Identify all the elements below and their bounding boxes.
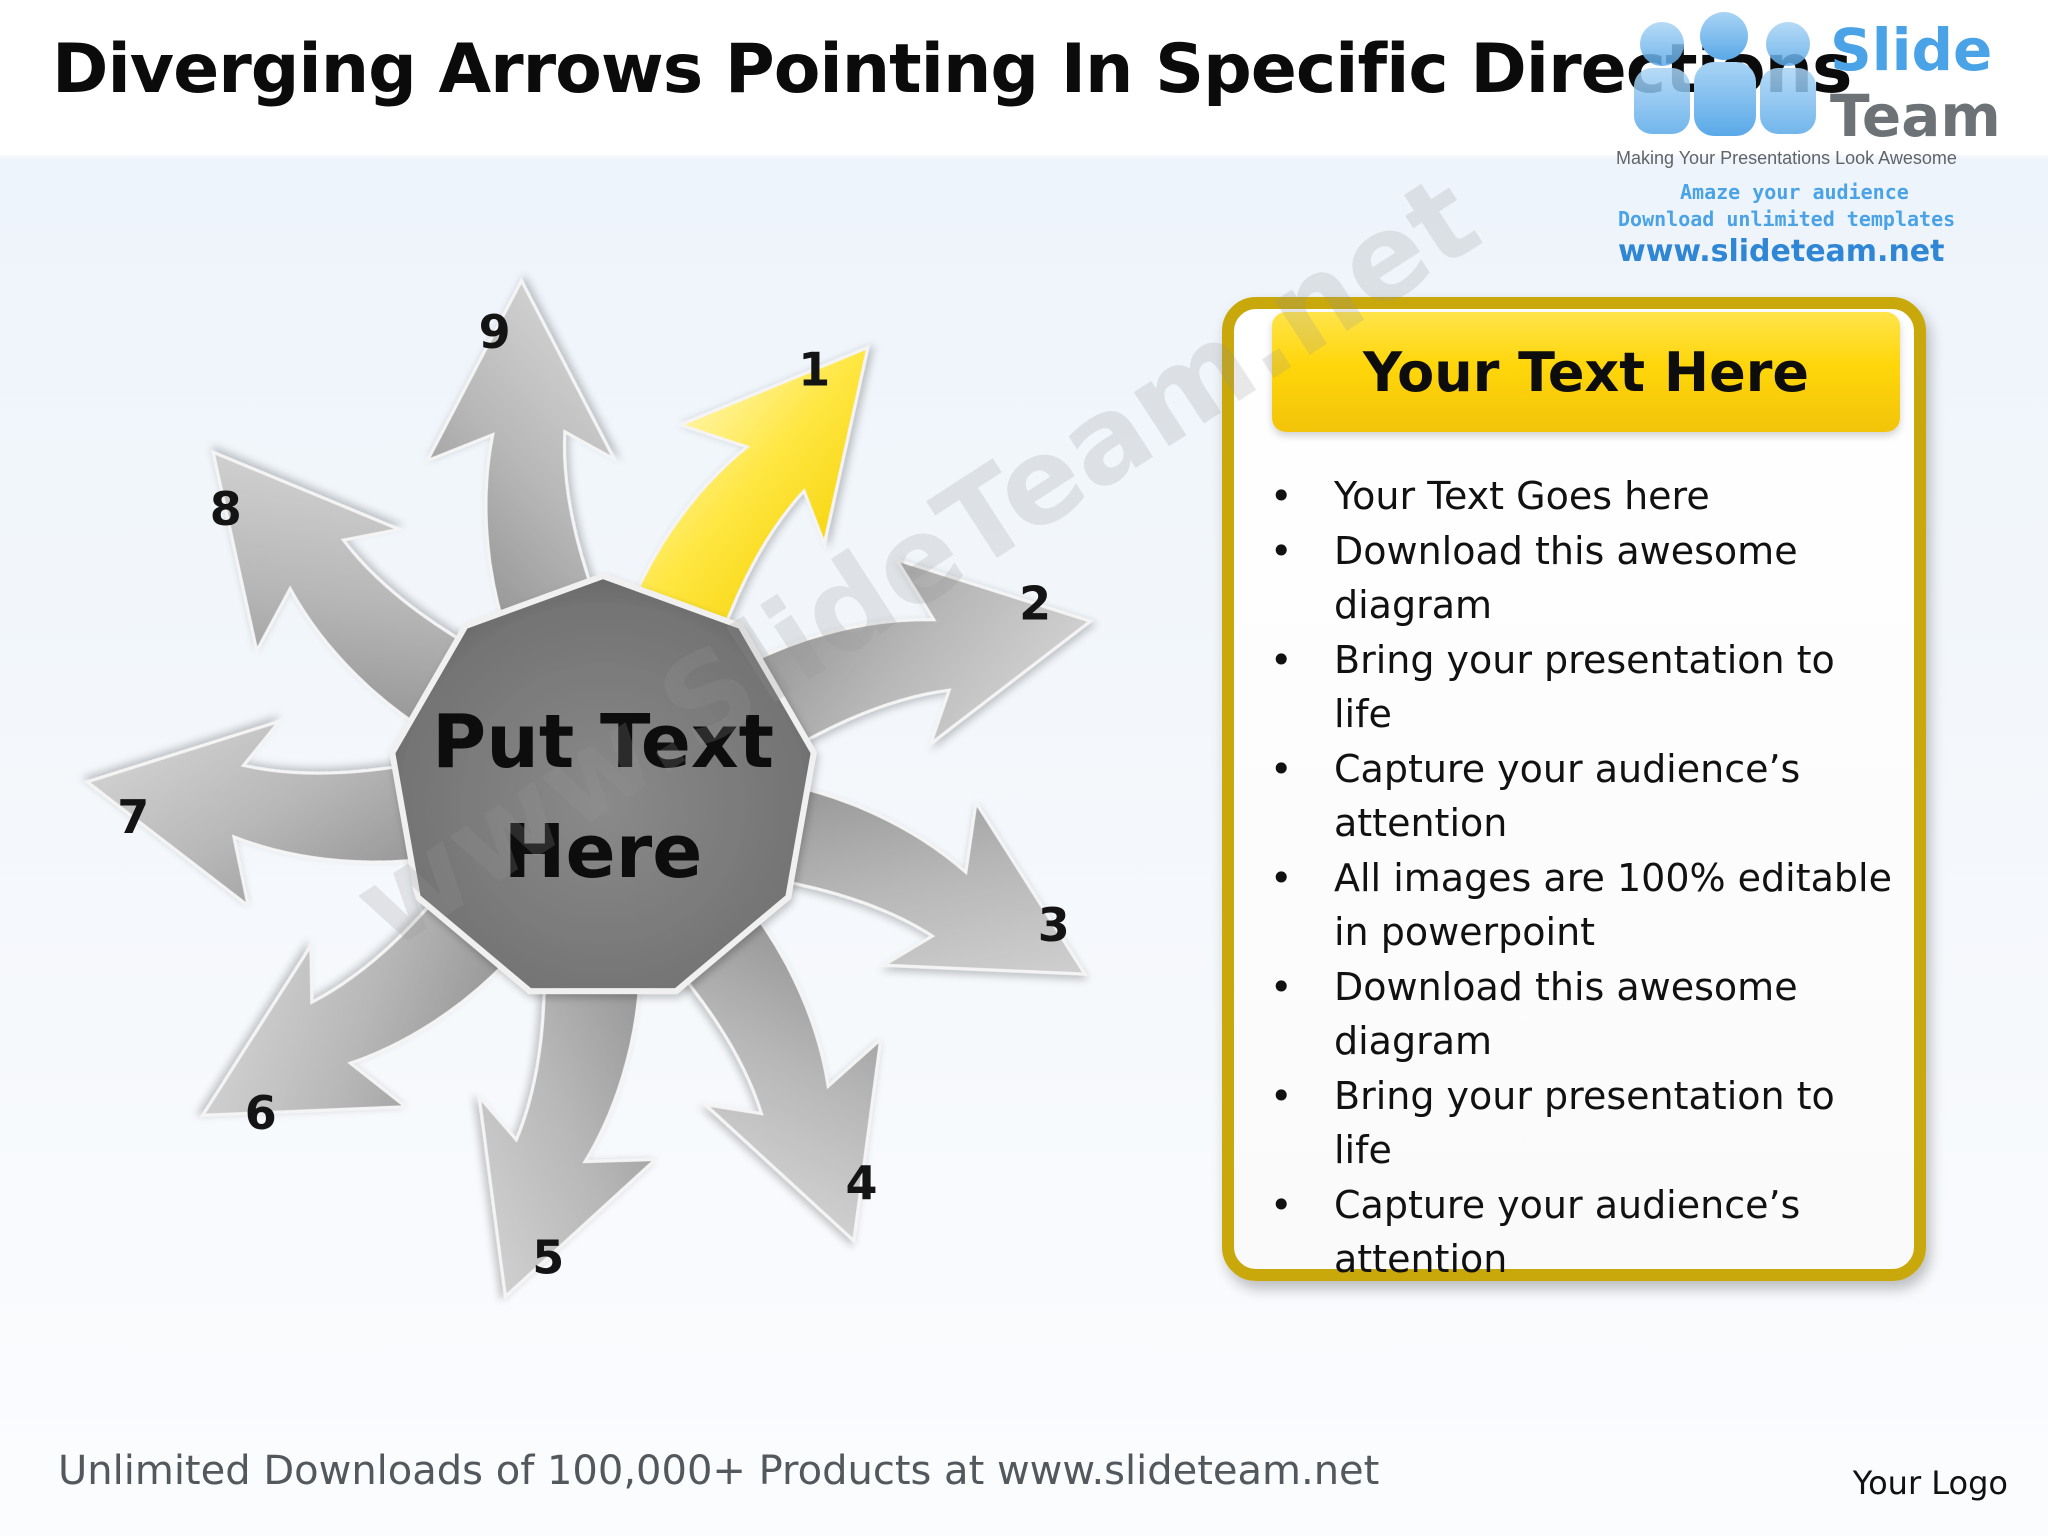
logo-placeholder: Your Logo — [1852, 1464, 2008, 1502]
logo-url: www.slideteam.net — [1618, 234, 1945, 269]
bullet-text: Capture your audience’s attention — [1334, 746, 1801, 846]
bullet-text: Download this awesome diagram — [1334, 964, 1798, 1064]
logo-line-download: Download unlimited templates — [1618, 207, 1956, 231]
arrow-number-label: 5 — [532, 1230, 564, 1284]
bullet-dot-icon: • — [1270, 1073, 1293, 1118]
panel-header: Your Text Here — [1272, 312, 1900, 432]
bullet-text: Bring your presentation to life — [1334, 637, 1835, 737]
arrow-number-label: 7 — [117, 790, 149, 844]
slide-title: Diverging Arrows Pointing In Specific Di… — [52, 30, 1852, 109]
bullet-dot-icon: • — [1270, 964, 1293, 1009]
logo-brand-bottom: Team — [1830, 82, 2001, 150]
bullet-text: Bring your presentation to life — [1334, 1073, 1835, 1173]
slideteam-logo: Slide Team Making Your Presentations Loo… — [1612, 10, 2032, 269]
arrow-number-label: 2 — [1019, 577, 1051, 631]
bullet-item: • Download this awesome diagram — [1262, 960, 1902, 1069]
bullet-text: Your Text Goes here — [1334, 474, 1710, 518]
bullet-item: • Your Text Goes here — [1262, 469, 1902, 524]
arrow-number-label: 6 — [245, 1086, 277, 1140]
arrow-number-labels: 1 2 3 4 5 6 7 8 9 — [117, 305, 1069, 1284]
logo-line-amaze: Amaze your audience — [1680, 180, 1909, 204]
center-label-line1: Put Text — [432, 699, 774, 785]
arrow-number-label: 3 — [1038, 898, 1070, 952]
bullet-dot-icon: • — [1270, 855, 1293, 900]
bullet-item: • Capture your audience’s attention — [1262, 1178, 1902, 1287]
bullet-item: • Capture your audience’s attention — [1262, 742, 1902, 851]
panel-title: Your Text Here — [1363, 340, 1809, 404]
bullet-text: All images are 100% editable in powerpoi… — [1334, 855, 1892, 955]
bullet-text: Download this awesome diagram — [1334, 528, 1798, 628]
arrow-number-label: 8 — [210, 482, 242, 536]
arrow-number-label: 9 — [479, 305, 511, 359]
bullet-dot-icon: • — [1270, 637, 1293, 682]
bullet-item: • Download this awesome diagram — [1262, 524, 1902, 633]
text-panel: Your Text Here • Your Text Goes here • Down… — [1222, 297, 1926, 1281]
bullet-item: • Bring your presentation to life — [1262, 633, 1902, 742]
bullet-dot-icon: • — [1270, 474, 1293, 518]
people-group-icon — [1634, 12, 1816, 136]
diverging-arrows-diagram: Put Text Here 1 2 3 4 5 6 7 8 9 — [81, 268, 1121, 1308]
bullet-text: Capture your audience’s attention — [1334, 1182, 1801, 1282]
footer-text: Unlimited Downloads of 100,000+ Products… — [58, 1448, 1380, 1494]
logo-brand-top: Slide — [1830, 16, 1993, 84]
logo-tagline: Making Your Presentations Look Awesome — [1616, 148, 1957, 168]
bullet-dot-icon: • — [1270, 746, 1293, 791]
bullet-dot-icon: • — [1270, 528, 1293, 573]
center-hub — [389, 572, 817, 995]
bullet-list: • Your Text Goes here • Download this aweso… — [1262, 469, 1902, 1287]
bullet-dot-icon: • — [1270, 1182, 1293, 1227]
bullet-item: • All images are 100% editable in powerpo… — [1262, 851, 1902, 960]
center-label-line2: Here — [504, 809, 703, 895]
arrow-number-label: 1 — [798, 343, 830, 397]
bullet-item: • Bring your presentation to life — [1262, 1069, 1902, 1178]
arrow-number-label: 4 — [845, 1156, 877, 1210]
